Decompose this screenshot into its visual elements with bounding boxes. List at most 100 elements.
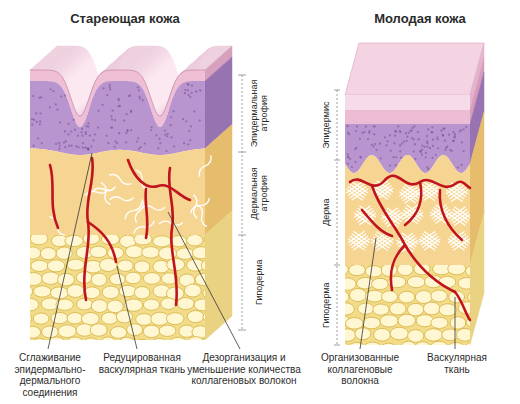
- cell-dot: [129, 94, 131, 96]
- cell-dot: [399, 144, 401, 146]
- cell-dot: [430, 131, 432, 133]
- cell-dot: [86, 147, 88, 149]
- cell-dot: [126, 129, 128, 131]
- blood-vessel: [391, 245, 405, 290]
- cell-dot: [355, 130, 357, 132]
- cell-dot: [355, 147, 357, 149]
- collagen-fiber: [377, 239, 393, 250]
- bracket-tick: [334, 90, 340, 91]
- bracket-tick: [238, 330, 246, 331]
- cell-dot: [39, 113, 41, 115]
- cell-dot: [189, 96, 191, 98]
- cell-dot: [182, 118, 184, 120]
- fat-cell: [119, 285, 136, 297]
- cell-dot: [419, 150, 421, 152]
- cell-dot: [354, 161, 356, 163]
- fat-cell: [33, 286, 51, 297]
- bracket-line: [337, 90, 338, 345]
- cell-dot: [170, 116, 172, 118]
- hypodermis-layer: [30, 235, 205, 340]
- side-layer: [205, 211, 232, 340]
- fat-cell: [102, 286, 119, 299]
- cell-dot: [167, 133, 169, 135]
- cell-dot: [40, 96, 42, 98]
- cell-dot: [60, 95, 62, 97]
- cell-dot: [39, 120, 41, 122]
- callout-label: Организованные коллагеновые волокна: [313, 352, 408, 387]
- cell-dot: [360, 157, 362, 159]
- fat-cell: [117, 260, 133, 271]
- cell-dot: [426, 135, 428, 137]
- cell-dot: [367, 138, 369, 140]
- cell-dot: [401, 143, 403, 145]
- blood-vessel: [440, 190, 462, 240]
- cell-dot: [70, 130, 72, 132]
- cell-dot: [111, 119, 113, 121]
- collagen-fiber: [195, 204, 209, 228]
- cell-dot: [87, 148, 89, 150]
- cell-dot: [188, 130, 190, 132]
- cell-dot: [373, 133, 375, 135]
- cell-dot: [421, 149, 423, 151]
- cell-dot: [85, 133, 87, 135]
- cell-dot: [37, 137, 39, 139]
- cell-dot: [451, 150, 453, 152]
- collagen-fiber: [134, 169, 151, 192]
- cell-dot: [347, 163, 349, 165]
- blood-vessel: [84, 158, 93, 300]
- fat-cell: [30, 273, 42, 286]
- cell-dot: [347, 153, 349, 155]
- leader-line: [168, 212, 240, 349]
- cell-dot: [389, 165, 391, 167]
- cell-dot: [130, 129, 132, 131]
- cell-dot: [109, 86, 111, 88]
- front-face: [345, 95, 470, 345]
- fat-cell: [134, 235, 152, 245]
- fat-cell: [83, 338, 99, 340]
- cell-dot: [454, 133, 456, 135]
- cell-dot: [426, 140, 428, 142]
- cell-dot: [32, 95, 34, 97]
- cell-dot: [431, 126, 433, 128]
- fat-cell: [192, 247, 205, 259]
- fat-cell: [401, 341, 417, 345]
- cell-dot: [125, 141, 127, 143]
- cell-dot: [142, 99, 144, 101]
- cell-dot: [106, 135, 108, 137]
- callout-label: Дезорганизация и уменьшение количества к…: [185, 352, 303, 387]
- cell-dot: [448, 134, 450, 136]
- cell-dot: [421, 153, 423, 155]
- cell-dot: [144, 142, 146, 144]
- fat-cell: [67, 259, 85, 270]
- cell-dot: [59, 121, 61, 123]
- cell-dot: [413, 125, 415, 127]
- cell-dot: [442, 135, 444, 137]
- cell-dot: [187, 83, 189, 85]
- bracket-tick: [334, 160, 340, 161]
- cell-dot: [373, 125, 375, 127]
- blood-vessel: [50, 165, 58, 228]
- cell-dot: [85, 131, 87, 133]
- cell-dot: [460, 164, 462, 166]
- blood-vessel: [169, 168, 177, 305]
- cell-dot: [55, 143, 57, 145]
- fat-cell: [177, 298, 194, 310]
- layer-label: Дермальная атрофия: [249, 152, 270, 235]
- cell-dot: [97, 127, 99, 129]
- cell-dot: [400, 157, 402, 159]
- cell-dot: [119, 105, 121, 107]
- cell-dot: [191, 92, 193, 94]
- fat-cell: [184, 284, 201, 297]
- cell-dot: [39, 123, 41, 125]
- fat-cell: [161, 298, 177, 310]
- cell-dot: [87, 122, 89, 124]
- fat-cell: [143, 325, 160, 337]
- cell-dot: [359, 156, 361, 158]
- cell-dot: [356, 125, 358, 127]
- cell-dot: [112, 110, 114, 112]
- stratum-layer: [345, 95, 470, 110]
- cell-dot: [165, 150, 167, 152]
- cell-dot: [116, 142, 118, 144]
- collagen-fiber: [108, 173, 132, 186]
- cell-dot: [465, 126, 467, 128]
